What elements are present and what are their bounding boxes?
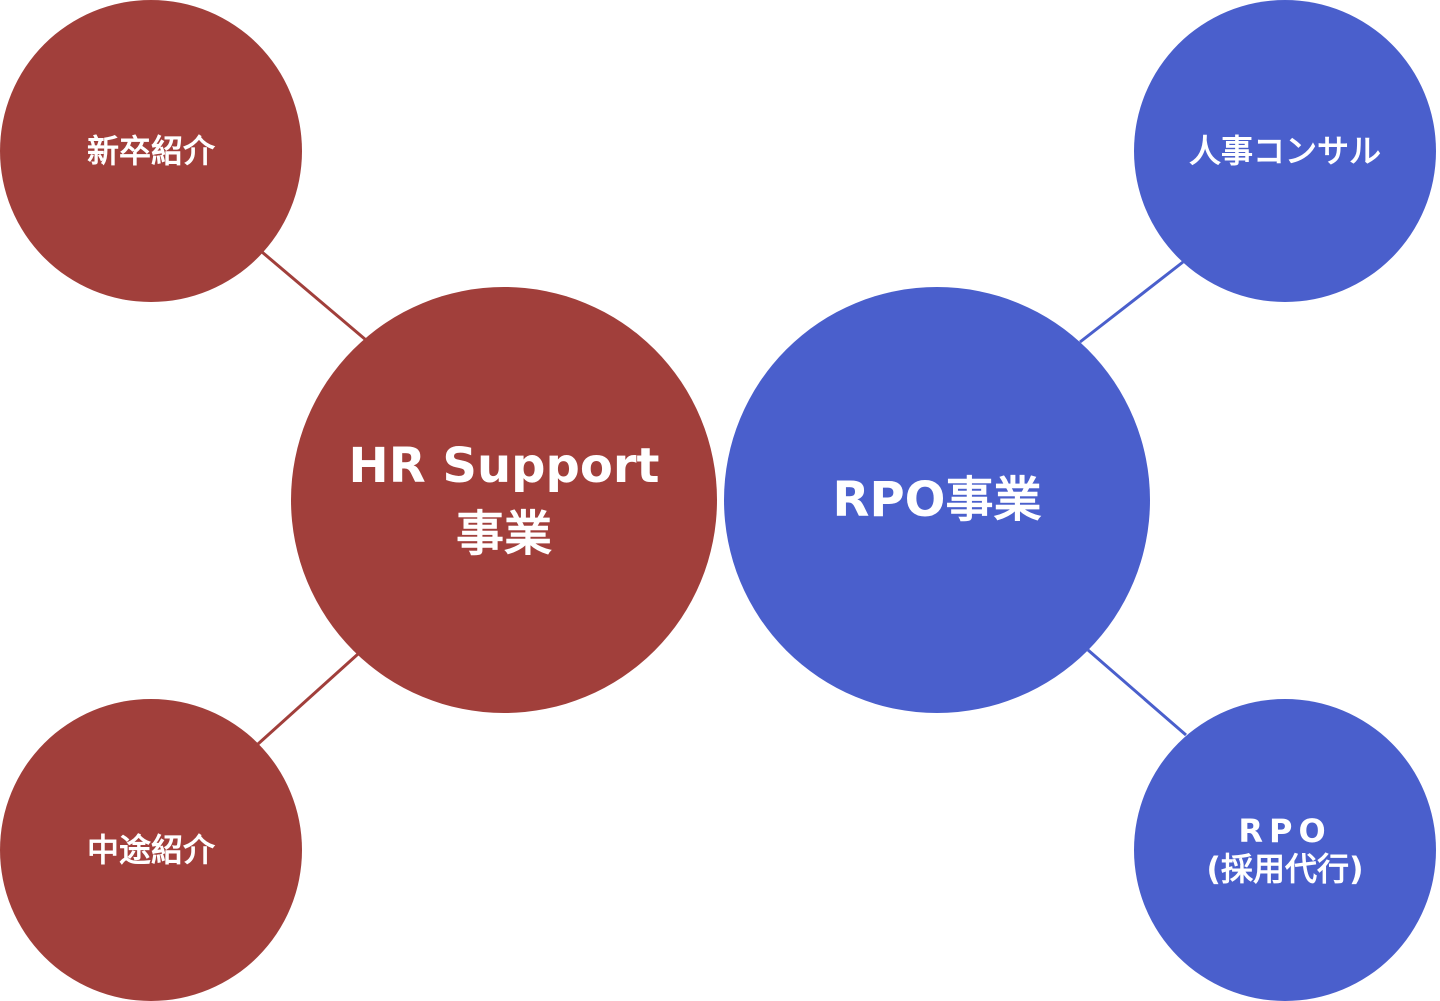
- connector-hr-chuto: [256, 652, 360, 746]
- node-rpo-business: RPO事業: [724, 287, 1150, 713]
- node-label: RPO事業: [832, 472, 1042, 528]
- node-label: 新卒紹介: [86, 132, 215, 170]
- node-label-line1: RPO: [1238, 812, 1332, 850]
- node-label-line2: (採用代行): [1206, 850, 1364, 888]
- node-hr-support: HR Support 事業: [291, 287, 717, 713]
- node-hr-consulting: 人事コンサル: [1134, 0, 1436, 302]
- connector-rpo-sub: [1087, 648, 1187, 737]
- node-shinsotsu-shokai: 新卒紹介: [0, 0, 302, 302]
- node-label-line2: 事業: [455, 506, 552, 562]
- node-label: 人事コンサル: [1188, 132, 1381, 170]
- connector-hr-shinsotsu: [261, 250, 367, 342]
- node-rpo-recruiting: RPO (採用代行): [1134, 699, 1436, 1001]
- connector-rpo-consul: [1079, 260, 1184, 344]
- node-label-line1: HR Support: [348, 438, 660, 494]
- node-chuto-shokai: 中途紹介: [0, 699, 302, 1001]
- node-label: 中途紹介: [86, 831, 215, 869]
